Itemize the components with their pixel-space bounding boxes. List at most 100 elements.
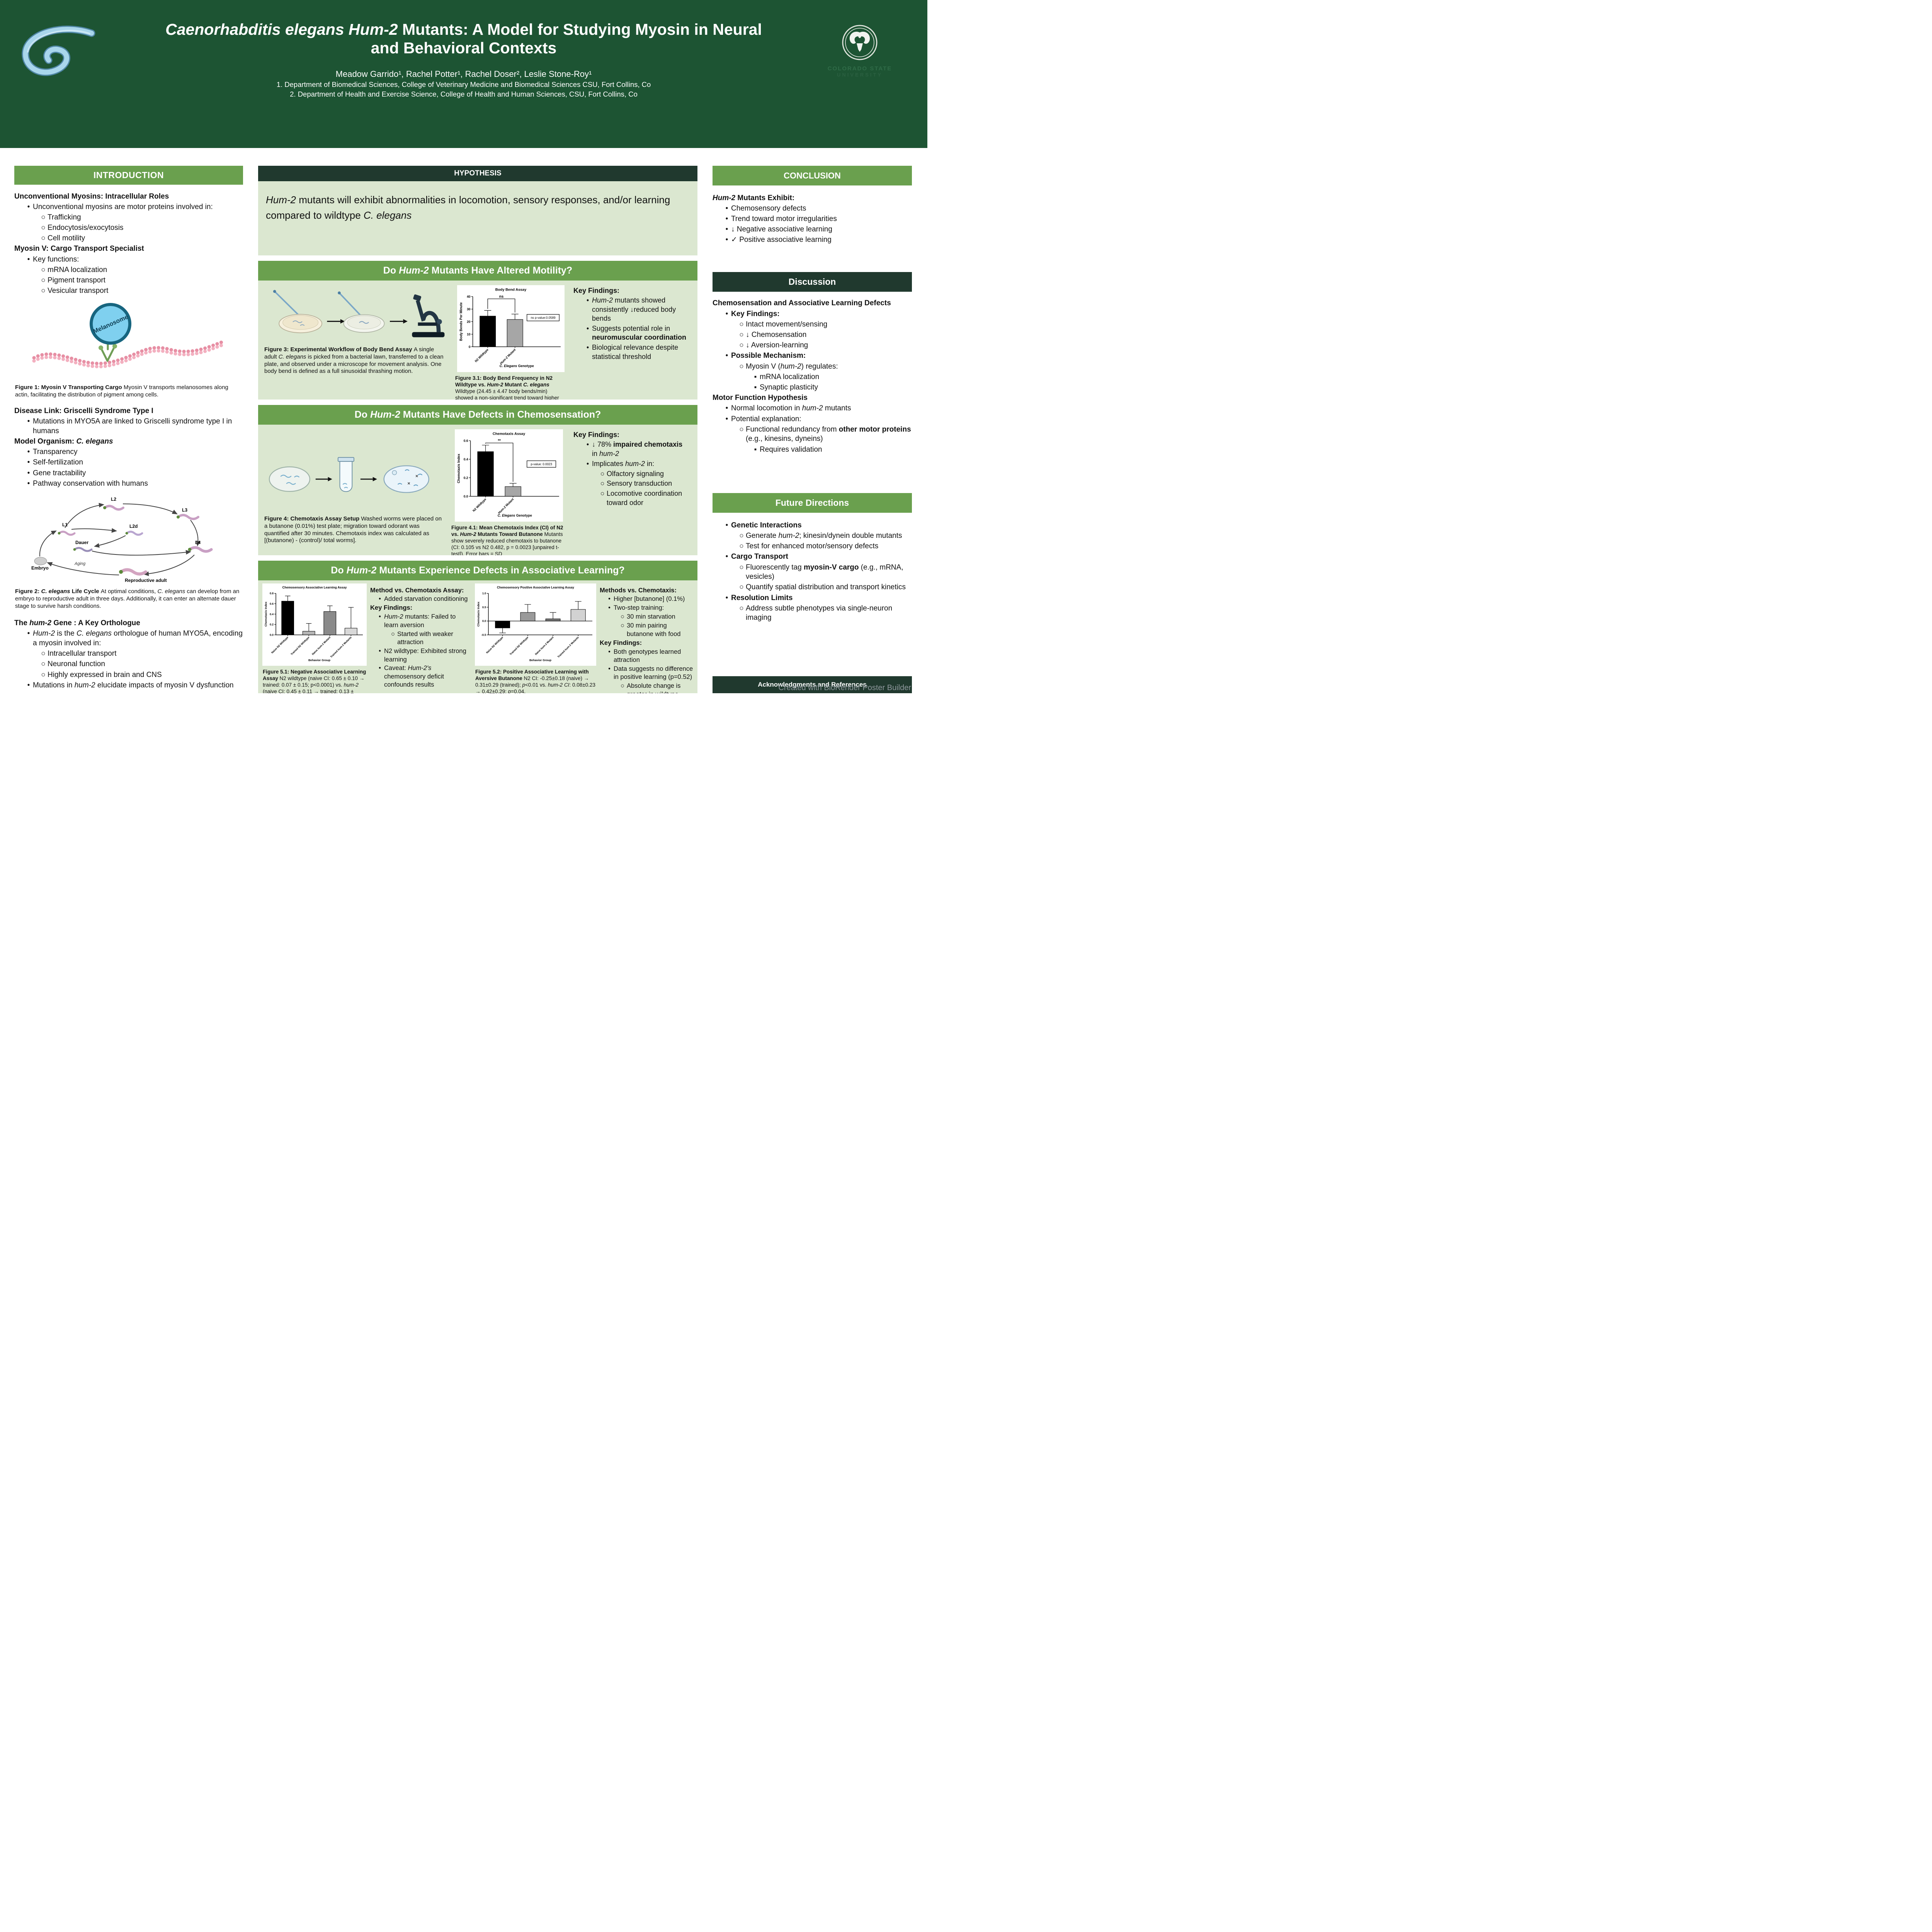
myosin-cargo-diagram: Melanosome — [32, 303, 225, 369]
list-item: •Biological relevance despite statistica… — [586, 344, 679, 361]
negative-learning-chart: Chemosensory Associative Learning Assay0… — [264, 586, 363, 662]
list-item: ○↓ Aversion-learning — [739, 341, 808, 350]
list-item: •Mutations in MYO5A are linked to Grisce… — [27, 417, 232, 435]
list-item: •Gene tractability — [27, 469, 86, 477]
list-item: ○mRNA localization — [41, 265, 107, 274]
list-item: Chemosensation and Associative Learning … — [713, 299, 891, 308]
svg-text:0.6: 0.6 — [464, 439, 468, 442]
list-item: ○Olfactory signaling — [600, 469, 664, 478]
biorender-credit: Created with BioRender Poster Builder — [778, 684, 911, 692]
svg-text:Chemotaxis Index: Chemotaxis Index — [477, 601, 480, 626]
stage-label-l1: L1 — [62, 522, 68, 527]
svg-text:Naive hum-2 Mutant: Naive hum-2 Mutant — [535, 636, 554, 656]
list-item: Methods vs. Chemotaxis: — [600, 587, 677, 594]
stage-label-dauer: Dauer — [75, 540, 88, 545]
conclusion-column: CONCLUSION Hum-2 Mutants Exhibit:•Chemos… — [713, 166, 912, 696]
introduction-column: INTRODUCTION Unconventional Myosins: Int… — [14, 166, 243, 691]
svg-text:Behavior Group: Behavior Group — [308, 658, 330, 662]
list-item: ○Intracellular transport — [41, 650, 117, 658]
svg-text:-0.5: -0.5 — [481, 633, 486, 637]
worm-illustration — [22, 26, 95, 76]
logo-wordmark-2: UNIVERSITY — [837, 72, 883, 78]
list-item: ○30 min starvation — [621, 613, 675, 621]
section-conclusion-header: CONCLUSION — [713, 166, 912, 185]
list-item: •Resolution Limits — [725, 594, 793, 602]
motility-workflow-column: Figure 3: Experimental Workflow of Body … — [264, 285, 448, 400]
discussion-list: Chemosensation and Associative Learning … — [713, 299, 912, 454]
svg-text:0.4: 0.4 — [270, 612, 274, 616]
section-future-directions-header: Future Directions — [713, 493, 912, 513]
section-hypothesis-header: HYPOTHESIS — [258, 166, 697, 181]
chemo-key-findings: Key Findings:•↓ 78% impaired chemotaxis … — [573, 429, 689, 555]
csu-logo: COLORADO STATE UNIVERSITY — [813, 24, 906, 78]
list-item: Key Findings: — [573, 430, 620, 439]
svg-text:ns p-value:0.0589: ns p-value:0.0589 — [531, 316, 556, 320]
stage-label-l4: L4 — [195, 540, 201, 545]
list-item: ○Absolute change is greater in wildtype — [621, 682, 681, 693]
life-cycle-diagram: L1 L2 L2d Dauer L3 L4 Reproductive adult… — [31, 497, 213, 583]
poster-title: Caenorhabditis elegans Hum-2 Mutants: A … — [162, 20, 765, 58]
stage-label-embryo: Embryo — [31, 565, 49, 571]
list-item: •Hum-2 is the C. elegans orthologue of h… — [27, 629, 243, 647]
svg-text:40: 40 — [467, 294, 471, 298]
list-item: •N2 wildtype: Exhibited strong learning — [379, 648, 466, 663]
list-item: Method vs. Chemotaxis Assay: — [370, 587, 464, 594]
list-item: •Potential explanation: — [725, 415, 801, 423]
learning-method-right: Methods vs. Chemotaxis:•Higher [butanone… — [600, 583, 693, 694]
list-item: ○Fluorescently tag myosin-V cargo (e.g.,… — [739, 563, 903, 581]
svg-text:Naive N2 Wildtype: Naive N2 Wildtype — [486, 636, 504, 654]
list-item: The hum-2 Gene : A Key Orthologue — [14, 619, 140, 628]
hypothesis-box: Hum-2 mutants will exhibit abnormalities… — [258, 181, 697, 255]
svg-text:N2 Wildtype: N2 Wildtype — [474, 348, 489, 363]
body-bend-workflow-illustration — [273, 290, 445, 337]
svg-text:0.6: 0.6 — [270, 602, 274, 605]
poster-root: Caenorhabditis elegans Hum-2 Mutants: A … — [0, 0, 927, 696]
figure-2-illustration: L1 L2 L2d Dauer L3 L4 Reproductive adult… — [14, 492, 243, 585]
motility-box: Figure 3: Experimental Workflow of Body … — [258, 281, 697, 400]
list-item: •Cargo Transport — [725, 553, 788, 561]
positive-learning-chart: Chemosensory Positive Associative Learni… — [477, 586, 592, 662]
poster-title-italic: Caenorhabditis elegans Hum-2 — [165, 20, 398, 38]
svg-text:0.5: 0.5 — [482, 605, 486, 609]
figure-1-illustration: Melanosome — [14, 300, 243, 381]
introduction-list-2: Disease Link: Griscelli Syndrome Type I •… — [14, 406, 243, 489]
figure-3-caption: Figure 3: Experimental Workflow of Body … — [264, 346, 444, 375]
svg-text:0.0: 0.0 — [464, 494, 468, 498]
list-item: ○Pigment transport — [41, 276, 105, 284]
list-item: •Data suggests no difference in positive… — [608, 665, 693, 681]
svg-text:Trained hum-2 Mutants: Trained hum-2 Mutants — [330, 636, 352, 658]
stage-label-l3: L3 — [182, 507, 187, 513]
section-acknowledgments-header: Acknowledgments and References — [713, 676, 912, 694]
svg-text:0.2: 0.2 — [270, 623, 274, 626]
list-item: ○Quantify spatial distribution and trans… — [739, 583, 906, 592]
svg-text:C. Elegans Genotype: C. Elegans Genotype — [500, 364, 534, 368]
figure-4-1-caption: Figure 4.1: Mean Chemotaxis Index (CI) o… — [451, 525, 563, 555]
affiliation-1: 1. Department of Biomedical Sciences, Co… — [276, 80, 651, 88]
list-item: ▪Synaptic plasticity — [754, 383, 818, 391]
svg-text:×: × — [408, 481, 410, 486]
svg-text:0: 0 — [469, 345, 471, 349]
motility-key-findings: Key Findings:•Hum-2 mutants showed consi… — [573, 285, 689, 400]
figure-1-caption: Figure 1: Myosin V Transporting Cargo My… — [15, 384, 228, 398]
svg-text:p-value: 0.0023: p-value: 0.0023 — [531, 463, 552, 466]
figure-2-caption: Figure 2: C. elegans Life Cycle At optim… — [15, 588, 240, 609]
list-item: •↓ 78% impaired chemotaxis in hum-2 — [586, 440, 683, 457]
svg-text:×: × — [415, 473, 418, 479]
list-item: •✓ Positive associative learning — [725, 236, 832, 244]
chemo-setup-column: × × Figure 4: Chemotaxis Assay Setup Was… — [264, 429, 444, 555]
introduction-list-1: Unconventional Myosins: Intracellular Ro… — [14, 192, 243, 296]
list-item: ○Neuronal function — [41, 660, 105, 668]
list-item: •Possible Mechanism: — [725, 352, 806, 360]
list-item: ○Address subtle phenotypes via single-ne… — [739, 604, 893, 622]
svg-text:Trained N2 Wildtype: Trained N2 Wildtype — [291, 636, 310, 656]
list-item: ○Trafficking — [41, 213, 81, 221]
conclusion-list: Hum-2 Mutants Exhibit:•Chemosensory defe… — [713, 194, 912, 245]
list-item: Disease Link: Griscelli Syndrome Type I — [14, 406, 153, 415]
svg-text:0.0: 0.0 — [270, 633, 274, 637]
content-columns: INTRODUCTION Unconventional Myosins: Int… — [0, 166, 927, 696]
chemosensation-box: × × Figure 4: Chemotaxis Assay Setup Was… — [258, 425, 697, 555]
